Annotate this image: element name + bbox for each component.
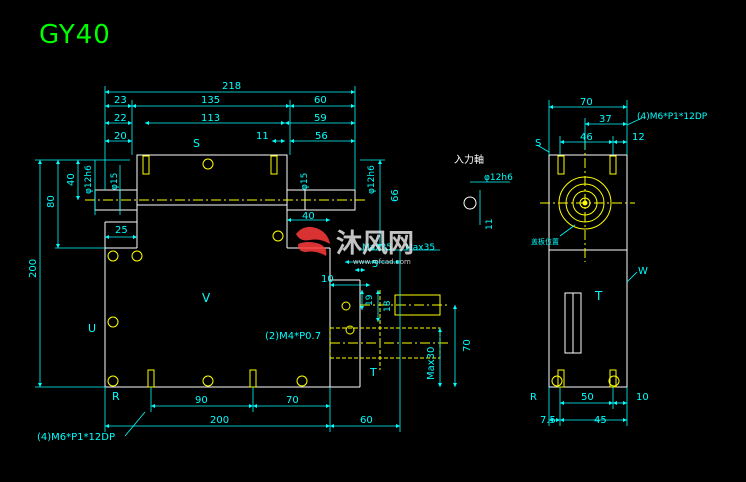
- dim-screw-m6-bottom: (4)M6*P1*12DP: [37, 432, 115, 443]
- dim-70-vert: 70: [462, 339, 473, 352]
- dim-80: 80: [46, 195, 57, 208]
- dim-113: 113: [201, 113, 220, 124]
- side-surface-w: W: [638, 266, 648, 277]
- dim-11: 11: [256, 131, 269, 142]
- input-shaft-dim-11: 11: [485, 219, 495, 230]
- side-dim-screw-top: (4)M6*P1*12DP: [637, 112, 708, 122]
- dim-70: 70: [286, 395, 299, 406]
- input-shaft-phi12h6: φ12h6: [484, 173, 513, 183]
- dim-screw-m4: (2)M4*P0.7: [265, 331, 321, 342]
- side-surface-r: R: [530, 392, 537, 403]
- side-dim-37: 37: [599, 114, 612, 125]
- bottom-dimensions: [104, 250, 401, 437]
- dim-max35-b: Max35: [405, 243, 435, 253]
- dim-overall-218: 218: [222, 81, 241, 92]
- dim-60-bottom: 60: [360, 415, 373, 426]
- dim-19: 19: [365, 294, 375, 306]
- mounting-holes: [107, 155, 355, 388]
- side-surface-t: T: [594, 289, 603, 303]
- output-shaft: [329, 290, 450, 370]
- side-dim-12: 12: [632, 132, 645, 143]
- surface-label-u: U: [88, 322, 96, 335]
- side-dim-10: 10: [636, 392, 649, 403]
- dim-200-bottom: 200: [210, 415, 229, 426]
- dim-22: 22: [114, 113, 127, 124]
- dim-60: 60: [314, 95, 327, 106]
- side-note-cover: 盖板位置: [531, 237, 559, 246]
- dim-25: 25: [115, 225, 128, 236]
- dim-max30: Max30: [426, 347, 437, 380]
- dim-5: 5: [372, 259, 378, 270]
- surface-label-s: S: [193, 137, 200, 150]
- dim-66: 66: [390, 189, 401, 202]
- side-dim-45: 45: [594, 415, 607, 426]
- watermark-url: www.mfcad.com: [353, 258, 411, 266]
- side-dim-46: 46: [580, 132, 593, 143]
- input-shaft-detail: 入力軸 φ12h6 11: [454, 153, 513, 230]
- side-body-outline: [548, 154, 628, 388]
- front-view: V U T R S 218 23 135 60 22 113 59 20: [28, 81, 473, 443]
- surface-label-r: R: [112, 390, 120, 403]
- view-label-v: V: [202, 291, 211, 305]
- watermark-text: 沐风网: [336, 229, 414, 259]
- watermark-logo: [296, 226, 330, 256]
- dim-200-left: 200: [28, 259, 39, 278]
- side-view: 70 37 (4)M6*P1*12DP 46 12 S T W R 盖板位置 5…: [530, 97, 708, 426]
- dim-59: 59: [314, 113, 327, 124]
- dim-10: 10: [321, 274, 334, 285]
- left-dimensions: [35, 159, 137, 388]
- dim-40-low: 40: [302, 211, 315, 222]
- side-surface-s: S: [535, 138, 541, 149]
- dim-23: 23: [114, 95, 127, 106]
- watermark: 沐风网 www.mfcad.com: [296, 226, 414, 266]
- page-title: GY40: [39, 20, 111, 50]
- dim-max35-a: Max35: [362, 243, 392, 253]
- dim-phi15-right: φ15: [300, 173, 310, 190]
- top-dimensions: [104, 86, 356, 190]
- dim-40-left: 40: [66, 173, 77, 186]
- side-dim-70: 70: [580, 97, 593, 108]
- input-shaft-label: 入力軸: [454, 153, 484, 166]
- dim-18: 18: [383, 300, 393, 312]
- side-dim-50: 50: [581, 392, 594, 403]
- dim-90: 90: [195, 395, 208, 406]
- surface-label-t: T: [369, 366, 377, 379]
- dim-135: 135: [201, 95, 220, 106]
- side-dim-7-5: 7.5: [540, 415, 556, 426]
- dim-20: 20: [114, 131, 127, 142]
- dim-phi12h6-right: φ12h6: [367, 165, 377, 194]
- dim-56: 56: [315, 131, 328, 142]
- side-dimensions: [536, 100, 643, 426]
- dim-phi15: φ15: [110, 173, 120, 190]
- dim-phi12h6: φ12h6: [84, 165, 94, 194]
